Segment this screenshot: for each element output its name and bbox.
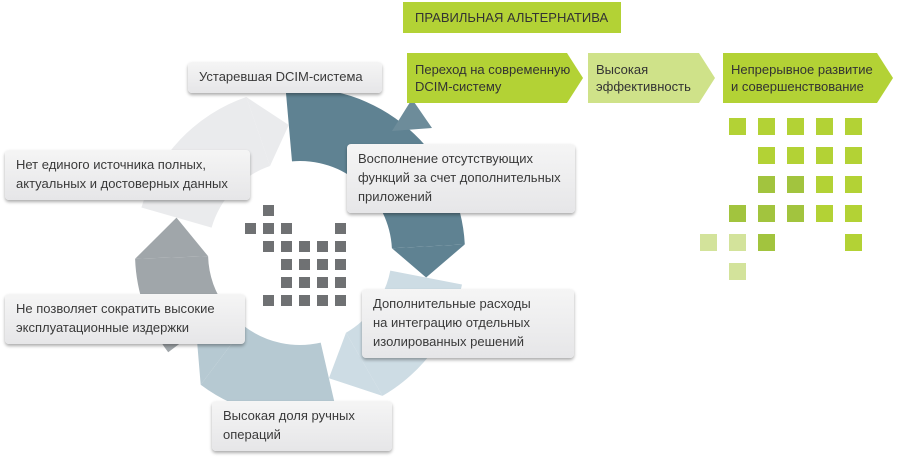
pixel-square (815, 146, 834, 165)
flow-arrow-transition: Переход на современную DCIM-систему (407, 53, 583, 103)
ring-segment-gray-arrow-tip-icon (135, 217, 209, 259)
pixel-square (316, 294, 329, 307)
pixel-square (844, 204, 863, 223)
pixel-square (298, 258, 311, 271)
pixel-square (786, 175, 805, 194)
pixel-square (262, 240, 275, 253)
flow-arrow-development: Непрерывное развитие и совершенствование (723, 53, 893, 103)
pixel-square (728, 262, 747, 281)
pixel-square (334, 258, 347, 271)
pixel-square (262, 204, 275, 217)
pixel-square (262, 222, 275, 235)
pixel-square (728, 233, 747, 252)
pixel-square (316, 240, 329, 253)
pixel-square (815, 175, 834, 194)
pixel-square (844, 175, 863, 194)
flow-arrow-shape (588, 53, 715, 103)
alternative-header-label: ПРАВИЛЬНАЯ АЛЬТЕРНАТИВА (415, 10, 609, 25)
pixel-square (334, 240, 347, 253)
pixel-square (316, 276, 329, 289)
arrow-right-icon (723, 53, 893, 103)
pixel-square (334, 294, 347, 307)
cycle-label-missing-functions: Восполнение отсутствующих функций за сче… (347, 144, 575, 213)
pixel-square (728, 204, 747, 223)
flow-arrow-efficiency: Высокая эффективность (588, 53, 715, 103)
pixel-square (280, 222, 293, 235)
pixel-square (316, 258, 329, 271)
ring-segment-pale-gray-arrow-tip-icon (246, 97, 289, 166)
flow-arrow-label: Переход на современную DCIM-систему (415, 62, 571, 94)
flow-arrow-shape (407, 53, 583, 103)
pixel-square (757, 204, 776, 223)
pixel-square (815, 117, 834, 136)
pixel-square (298, 294, 311, 307)
pixel-square (815, 204, 834, 223)
pixel-square (280, 258, 293, 271)
cycle-label-operating-costs: Не позволяет сократить высокие эксплуата… (5, 294, 245, 344)
cycle-label-outdated-dcim: Устаревшая DCIM-система (188, 62, 382, 93)
flow-arrow-shape (723, 53, 893, 103)
cycle-label-manual-operations: Высокая доля ручных операций (212, 401, 392, 451)
pixel-square (844, 146, 863, 165)
pixel-square (699, 233, 718, 252)
cycle-label-no-single-source: Нет единого источника полных, актуальных… (5, 150, 250, 200)
pixel-square (786, 117, 805, 136)
ring-segment-teal-arrow-tip-icon (391, 244, 465, 278)
pixel-square (298, 276, 311, 289)
pixel-square (844, 233, 863, 252)
pixel-square (280, 294, 293, 307)
arrow-right-icon (588, 53, 715, 103)
pixel-square (786, 204, 805, 223)
pixel-square (280, 240, 293, 253)
pixel-square (757, 146, 776, 165)
pixel-square (757, 117, 776, 136)
pixel-square (844, 117, 863, 136)
pixel-square (757, 233, 776, 252)
flow-arrow-label: Непрерывное развитие и совершенствование (731, 62, 873, 94)
pixel-square (298, 240, 311, 253)
ring-segment-blue-light-arrow-tip-icon (328, 332, 383, 396)
pixel-square (786, 146, 805, 165)
pixel-square (334, 222, 347, 235)
flow-arrow-label: Высокая эффективность (596, 62, 691, 94)
cycle-exit-arrow-icon (392, 99, 432, 131)
pixel-square (334, 276, 347, 289)
pixel-square (280, 276, 293, 289)
cycle-label-integration-costs: Дополнительные расходы на интеграцию отд… (362, 289, 574, 358)
pixel-square (757, 175, 776, 194)
ring-segment-blue-medium (200, 326, 338, 419)
arrow-right-icon (407, 53, 583, 103)
pixel-square (728, 117, 747, 136)
pixel-square (244, 222, 257, 235)
pixel-square (262, 294, 275, 307)
alternative-header: ПРАВИЛЬНАЯ АЛЬТЕРНАТИВА (403, 2, 621, 33)
